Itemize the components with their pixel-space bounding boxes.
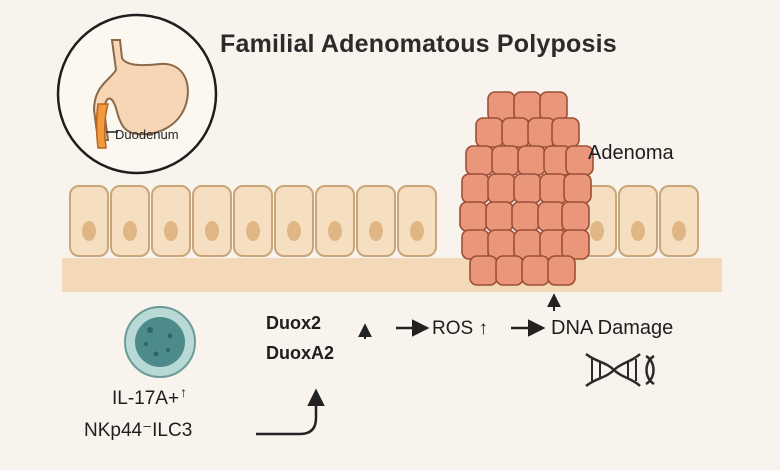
cell-nucleus xyxy=(164,221,178,241)
cell-nucleus xyxy=(410,221,424,241)
adenoma-cell xyxy=(547,255,576,286)
adenoma-cell xyxy=(487,173,516,204)
gene-duoxa2: DuoxA2 xyxy=(266,343,335,363)
ilc3-cell xyxy=(124,306,196,378)
adenoma-cell xyxy=(487,91,516,122)
diagram-title: Familial Adenomatous Polyposis xyxy=(220,30,617,58)
adenoma-cell xyxy=(495,255,524,286)
adenoma-cell xyxy=(513,173,542,204)
adenoma-cell xyxy=(513,91,542,122)
duodenum-label: Duodenum xyxy=(115,127,179,142)
adenoma-cell xyxy=(521,255,550,286)
dna-damage-label: DNA Damage xyxy=(551,317,674,339)
stomach-shape xyxy=(92,39,189,141)
adenoma-cell xyxy=(537,201,566,232)
adenoma-cell xyxy=(551,117,580,148)
duodenum-tube xyxy=(95,103,109,149)
cell-nucleus xyxy=(631,221,645,241)
ilc3-label: NKp44⁻ILC3 xyxy=(84,420,193,441)
cell-nucleus xyxy=(82,221,96,241)
cell-nucleus xyxy=(369,221,383,241)
adenoma-cell xyxy=(461,173,490,204)
adenoma-cell xyxy=(465,145,494,176)
il17a-label: IL-17A+↑ xyxy=(112,384,187,410)
dna-helix-icon xyxy=(585,353,655,387)
gene-duox2: Duox2 xyxy=(266,313,322,333)
cell-nucleus xyxy=(287,221,301,241)
adenoma-cell xyxy=(561,229,590,260)
adenoma-label: Adenoma xyxy=(588,142,674,164)
adenoma-cell xyxy=(485,201,514,232)
adenoma-cell xyxy=(459,201,488,232)
cell-nucleus xyxy=(123,221,137,241)
adenoma-cell xyxy=(539,91,568,122)
adenoma-cell xyxy=(513,229,542,260)
adenoma-cell xyxy=(511,201,540,232)
adenoma-cell xyxy=(563,173,592,204)
epithelium-cells xyxy=(69,185,699,257)
adenoma-cell xyxy=(527,117,556,148)
cell-nucleus xyxy=(672,221,686,241)
adenoma-cell xyxy=(561,201,590,232)
cell-nucleus xyxy=(328,221,342,241)
il17a-text: IL-17A+ xyxy=(112,388,180,409)
adenoma-cell xyxy=(501,117,530,148)
ros-label: ROS ↑ xyxy=(432,318,488,339)
duodenum-inset xyxy=(56,13,218,175)
adenoma-cell xyxy=(475,117,504,148)
adenoma-mass xyxy=(459,91,594,286)
basement-membrane xyxy=(62,258,722,292)
ilc3-to-duox-arrow xyxy=(256,388,325,436)
adenoma-cell xyxy=(517,145,546,176)
il17a-up-arrow-icon: ↑ xyxy=(180,384,188,400)
cell-nucleus xyxy=(246,221,260,241)
cell-nucleus xyxy=(205,221,219,241)
cell-nucleus xyxy=(590,221,604,241)
adenoma-cell xyxy=(539,173,568,204)
adenoma-cell xyxy=(469,255,498,286)
adenoma-cell xyxy=(461,229,490,260)
adenoma-cell xyxy=(487,229,516,260)
adenoma-cell xyxy=(491,145,520,176)
